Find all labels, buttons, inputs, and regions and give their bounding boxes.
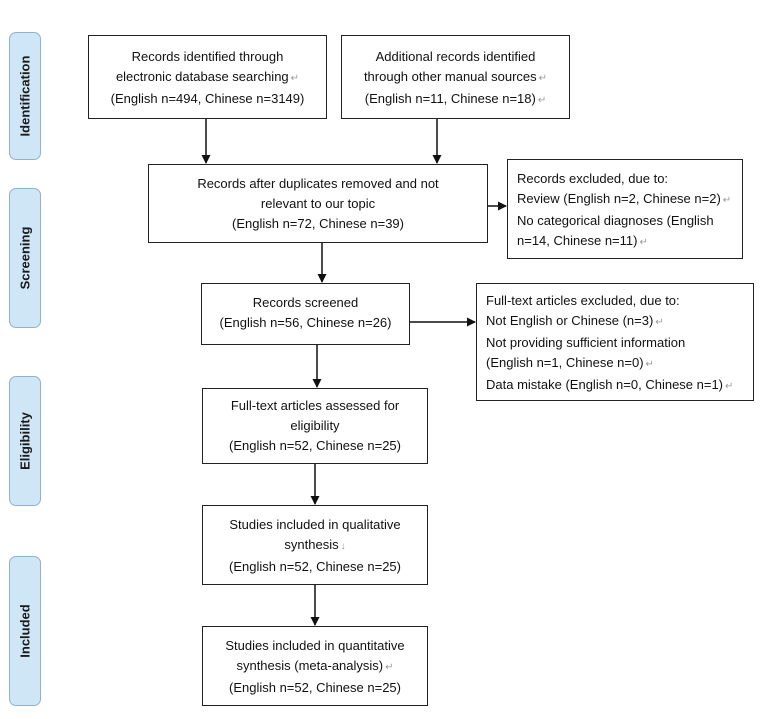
box-text: (English n=494, Chinese n=3149) <box>110 91 305 106</box>
return-mark-icon: ↵ <box>645 359 654 370</box>
box-text: Full-text articles assessed for <box>230 398 400 413</box>
box-text-line: Records identified through <box>89 47 326 67</box>
box-text-line: Studies included in qualitative <box>203 515 427 535</box>
box-text-line: (English n=52, Chinese n=25) <box>203 436 427 456</box>
records-after-duplicates-box: Records after duplicates removed and not… <box>148 164 488 243</box>
box-text: Studies included in quantitative <box>225 638 405 653</box>
box-text-line: Not English or Chinese (n=3)↵ <box>486 311 753 333</box>
box-text: synthesis <box>284 537 339 552</box>
return-mark-icon: ↓ <box>340 541 346 552</box>
phase-label-identification: Identification <box>17 55 33 137</box>
box-text-line: (English n=11, Chinese n=18)↵ <box>342 89 569 111</box>
phase-label-eligibility: Eligibility <box>17 412 33 470</box>
box-text-line: Records screened <box>202 293 409 313</box>
records-manual-sources-box: Additional records identified through oth… <box>341 35 570 119</box>
phase-label-included: Included <box>17 604 33 658</box>
box-text-line: Additional records identified <box>342 47 569 67</box>
return-mark-icon: ↵ <box>537 95 547 106</box>
box-text-line: n=14, Chinese n=11)↵ <box>517 231 742 253</box>
qualitative-synthesis-box: Studies included in qualitative synthesis… <box>202 505 428 585</box>
box-text: Data mistake (English n=0, Chinese n=1) <box>486 377 724 392</box>
box-text: Records screened <box>252 295 359 310</box>
box-text-line: Studies included in quantitative <box>203 636 427 656</box>
quantitative-synthesis-box: Studies included in quantitative synthesi… <box>202 626 428 706</box>
box-text: Studies included in qualitative <box>229 517 401 532</box>
box-text: (English n=72, Chinese n=39) <box>231 216 404 231</box>
box-text-line: (English n=494, Chinese n=3149) <box>89 89 326 109</box>
return-mark-icon: ↵ <box>290 73 300 84</box>
return-mark-icon: ↵ <box>722 195 732 206</box>
box-text: (English n=52, Chinese n=25) <box>228 559 401 574</box>
box-text-line: Full-text articles assessed for <box>203 396 427 416</box>
records-excluded-box: Records excluded, due to: Review (English… <box>507 159 743 259</box>
records-database-box: Records identified through electronic dat… <box>88 35 327 119</box>
box-text-line: synthesis↓ <box>203 535 427 557</box>
box-text-line: eligibility <box>203 416 427 436</box>
phase-eligibility: Eligibility <box>9 376 41 506</box>
box-text: (English n=11, Chinese n=18) <box>364 91 536 106</box>
box-text: n=14, Chinese n=11) <box>517 233 638 248</box>
box-text: Additional records identified <box>375 49 536 64</box>
box-text-line: Data mistake (English n=0, Chinese n=1)↵ <box>486 375 753 397</box>
box-text: synthesis (meta-analysis) <box>236 658 384 673</box>
return-mark-icon: ↵ <box>538 73 548 84</box>
box-text: relevant to our topic <box>260 196 376 211</box>
box-text-line: No categorical diagnoses (English <box>517 211 742 231</box>
records-screened-box: Records screened (English n=56, Chinese n… <box>201 283 410 345</box>
box-text-line: through other manual sources↵ <box>342 67 569 89</box>
box-text: Not providing sufficient information <box>486 335 686 350</box>
box-text-line: (English n=56, Chinese n=26) <box>202 313 409 333</box>
box-text: (English n=52, Chinese n=25) <box>228 680 401 695</box>
box-text: No categorical diagnoses (English <box>517 213 714 228</box>
box-text-line: (English n=52, Chinese n=25) <box>203 678 427 698</box>
box-text-line: synthesis (meta-analysis)↵ <box>203 656 427 678</box>
box-text: (English n=52, Chinese n=25) <box>228 438 401 453</box>
box-text: eligibility <box>290 418 340 433</box>
fulltext-excluded-box: Full-text articles excluded, due to: Not … <box>476 283 754 401</box>
box-text: Records after duplicates removed and not <box>197 176 439 191</box>
phase-screening: Screening <box>9 188 41 328</box>
box-text: Records excluded, due to: <box>517 171 669 186</box>
box-text-line: Not providing sufficient information <box>486 333 753 353</box>
box-text: (English n=1, Chinese n=0) <box>486 355 644 370</box>
phase-label-screening: Screening <box>17 226 33 290</box>
box-text: (English n=56, Chinese n=26) <box>219 315 392 330</box>
return-mark-icon: ↵ <box>639 237 648 248</box>
return-mark-icon: ↵ <box>725 381 734 392</box>
box-text: Records identified through <box>131 49 284 64</box>
phase-included: Included <box>9 556 41 706</box>
box-text-line: Records after duplicates removed and not <box>149 174 487 194</box>
box-text-line: Full-text articles excluded, due to: <box>486 291 753 311</box>
box-text-line: (English n=1, Chinese n=0)↵ <box>486 353 753 375</box>
box-text-line: (English n=72, Chinese n=39) <box>149 214 487 234</box>
phase-identification: Identification <box>9 32 41 160</box>
return-mark-icon: ↵ <box>385 662 394 673</box>
return-mark-icon: ↵ <box>655 317 664 328</box>
box-text-line: (English n=52, Chinese n=25) <box>203 557 427 577</box>
box-text: Review (English n=2, Chinese n=2) <box>517 191 721 206</box>
box-text: through other manual sources <box>363 69 537 84</box>
box-text-line: Records excluded, due to: <box>517 169 742 189</box>
box-text-line: electronic database searching↵ <box>89 67 326 89</box>
box-text: Full-text articles excluded, due to: <box>486 293 680 308</box>
box-text: Not English or Chinese (n=3) <box>486 313 654 328</box>
box-text-line: Review (English n=2, Chinese n=2)↵ <box>517 189 742 211</box>
box-text: electronic database searching <box>115 69 289 84</box>
box-text-line: relevant to our topic <box>149 194 487 214</box>
fulltext-assessed-box: Full-text articles assessed for eligibili… <box>202 388 428 464</box>
